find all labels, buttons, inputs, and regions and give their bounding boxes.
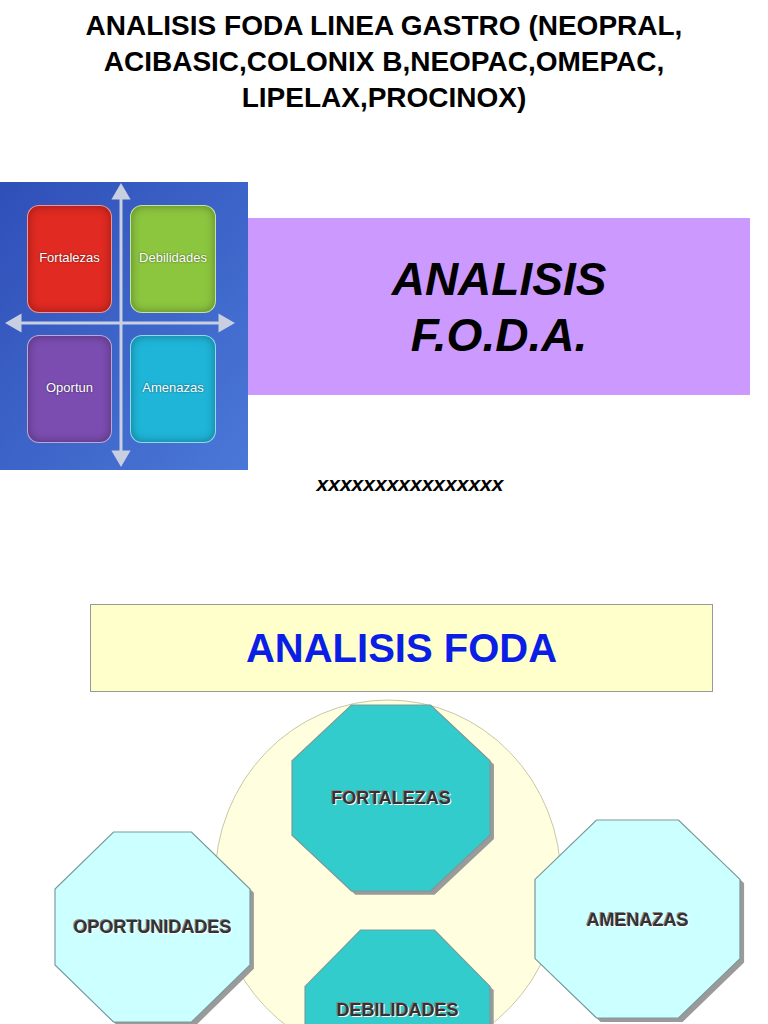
swot-octagon: AMENAZAS bbox=[535, 820, 740, 1018]
node-text: DEBILIDADES bbox=[336, 1000, 458, 1021]
swot-tile: Fortalezas bbox=[27, 205, 112, 313]
node-text: ANALISIS FODA bbox=[246, 626, 557, 671]
octagon-shape bbox=[535, 820, 740, 1018]
node-text: Debilidades bbox=[139, 250, 207, 265]
octagon-shape bbox=[55, 832, 250, 1022]
node-text: Fortalezas bbox=[39, 250, 100, 265]
title-band: ANALISIS F.O.D.A. bbox=[248, 218, 750, 395]
node-text: Amenazas bbox=[142, 380, 203, 395]
swot-octagon: FORTALEZAS bbox=[292, 705, 490, 891]
swot-tile: Oportun bbox=[27, 335, 112, 443]
heading-box: ANALISIS FODA bbox=[90, 604, 713, 692]
node-text: FORTALEZAS bbox=[331, 788, 451, 809]
image-panel bbox=[0, 182, 248, 470]
node-text: AMENAZAS bbox=[587, 910, 689, 931]
swot-tile: Debilidades bbox=[130, 205, 216, 313]
node-text: ANALISIS F.O.D.A. bbox=[359, 251, 639, 363]
octagon-shape bbox=[292, 705, 490, 891]
node-text: OPORTUNIDADES bbox=[73, 917, 231, 938]
octagon-shape bbox=[305, 930, 490, 1024]
swot-octagon: OPORTUNIDADES bbox=[55, 832, 250, 1022]
placeholder-text: xxxxxxxxxxxxxxxx bbox=[240, 472, 580, 496]
purple-band-bg bbox=[248, 218, 750, 395]
axes bbox=[8, 186, 232, 464]
swot-octagon: DEBILIDADES bbox=[305, 930, 490, 1024]
page-title: ANALISIS FODA LINEA GASTRO (NEOPRAL, ACI… bbox=[20, 8, 748, 116]
node-text: Oportun bbox=[46, 380, 93, 395]
swot-tile: Amenazas bbox=[130, 335, 216, 443]
